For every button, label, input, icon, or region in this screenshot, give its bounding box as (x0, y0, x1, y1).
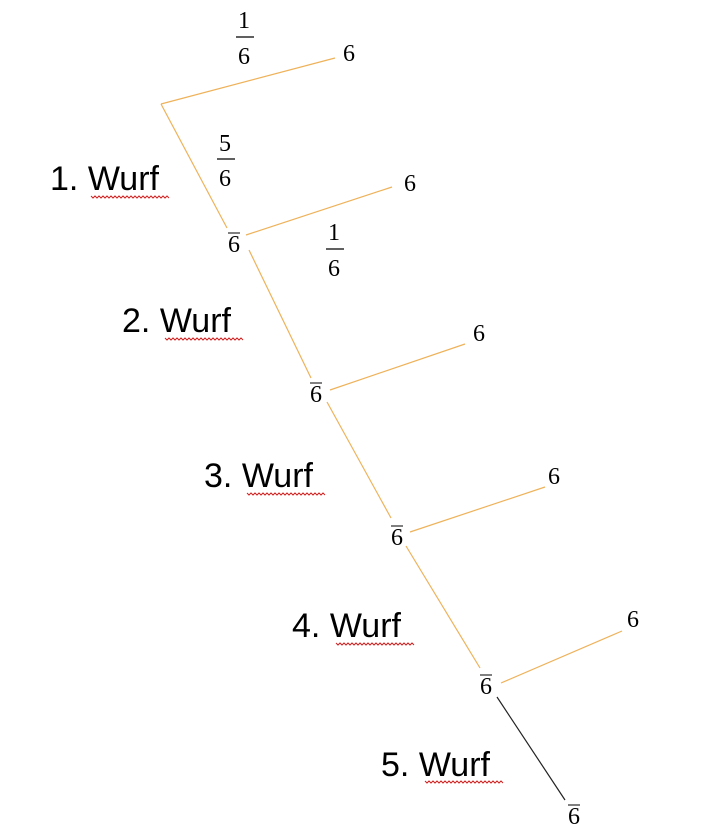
branch-2-six (245, 186, 393, 236)
svg-text:4. Wurf: 4. Wurf (292, 607, 402, 645)
svg-text:1. Wurf: 1. Wurf (50, 160, 160, 198)
branch-4-six (409, 486, 546, 533)
outcome-six-4: 6 (548, 464, 560, 490)
svg-text:5. Wurf: 5. Wurf (381, 746, 491, 784)
outcome-six-1: 6 (343, 41, 355, 67)
branch-2-not-six (248, 249, 312, 379)
outcome-six-2: 6 (404, 171, 416, 197)
branch-1-not-six (160, 103, 228, 229)
branch-1-six (160, 57, 336, 105)
throw-label-5: 5. Wurf (381, 746, 504, 784)
branch-5-not-six (496, 696, 566, 801)
outcome-six-3: 6 (473, 321, 485, 347)
denominator: 6 (219, 166, 231, 192)
spellcheck-underline (90, 195, 170, 199)
svg-text:6: 6 (310, 382, 322, 408)
branch-5-six (500, 630, 623, 684)
throw-label-3: 3. Wurf (204, 457, 326, 496)
branches (160, 57, 623, 801)
node-not-six-5: 6 (568, 804, 580, 828)
svg-text:6: 6 (228, 232, 240, 258)
svg-text:6: 6 (480, 674, 492, 700)
numerator: 1 (328, 220, 340, 246)
throw-label-4: 4. Wurf (292, 607, 415, 646)
node-not-six-2: 6 (310, 382, 322, 408)
denominator: 6 (328, 256, 340, 282)
spellcheck-underline (424, 780, 504, 784)
branch-3-not-six (326, 401, 392, 519)
fraction-p-six: 1 6 (236, 8, 254, 70)
numerator: 5 (219, 131, 231, 157)
denominator: 6 (238, 44, 250, 70)
node-not-six-4: 6 (480, 674, 492, 700)
svg-text:3. Wurf: 3. Wurf (204, 457, 314, 495)
throw-label-1: 1. Wurf (50, 160, 170, 199)
outcome-six-5: 6 (627, 607, 639, 633)
node-not-six-3: 6 (391, 525, 403, 551)
spellcheck-underline (164, 337, 244, 341)
branch-3-six (329, 343, 466, 391)
svg-text:2. Wurf: 2. Wurf (122, 302, 232, 340)
svg-text:6: 6 (568, 804, 580, 828)
spellcheck-underline (246, 492, 326, 496)
svg-text:6: 6 (391, 525, 403, 551)
spellcheck-underline (335, 642, 415, 646)
node-not-six-1: 6 (228, 232, 240, 258)
branch-4-not-six (405, 545, 481, 669)
fraction-p-six-second: 1 6 (326, 220, 344, 282)
fraction-p-not-six: 5 6 (217, 131, 235, 192)
throw-label-2: 2. Wurf (122, 302, 244, 341)
numerator: 1 (238, 8, 250, 34)
